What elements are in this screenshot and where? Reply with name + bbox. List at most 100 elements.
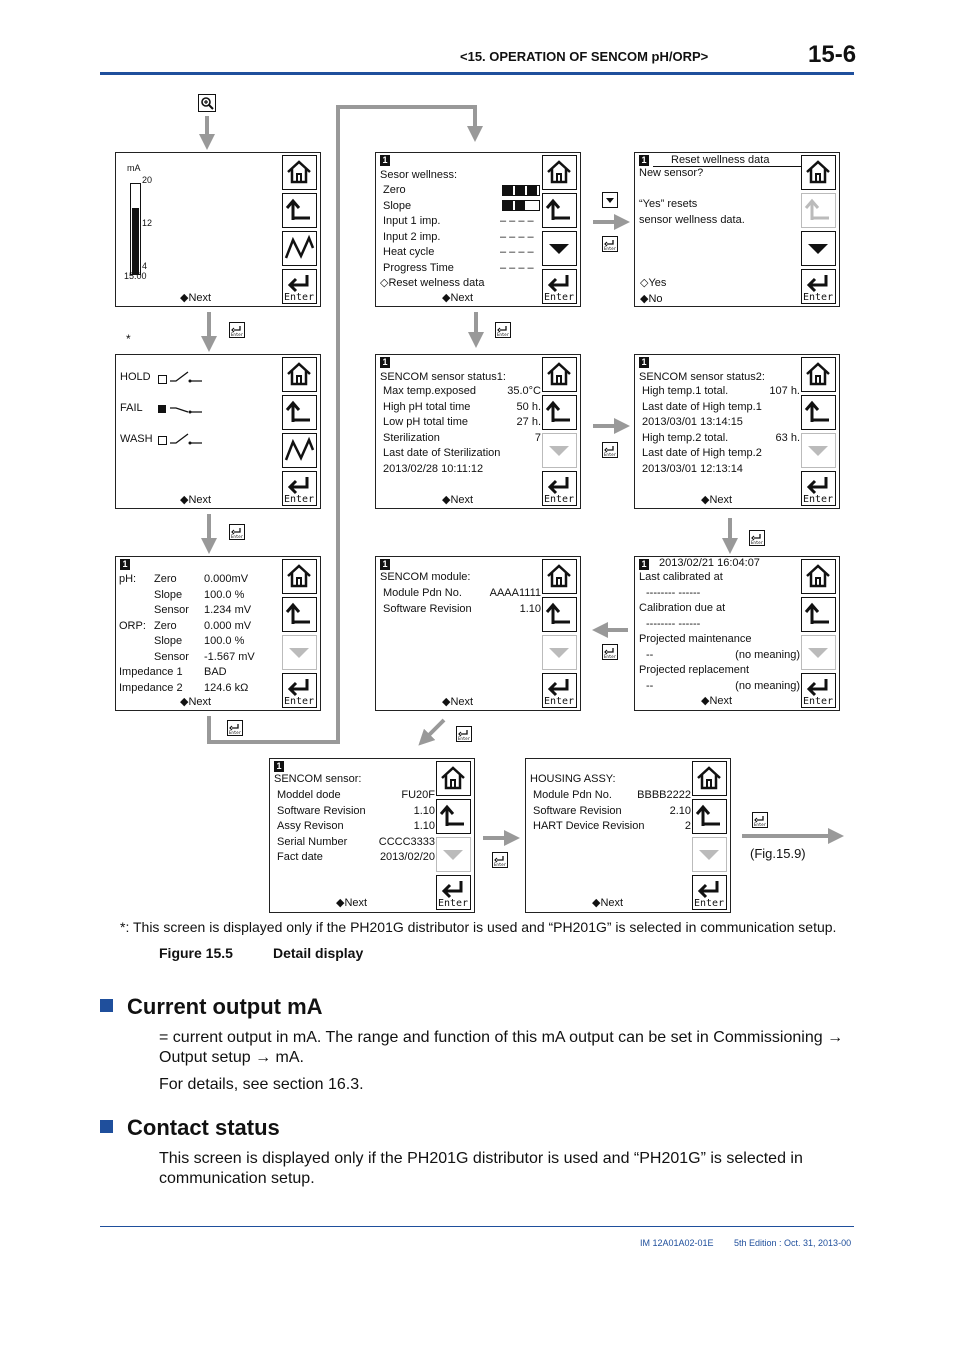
row-value: FU20F	[401, 789, 435, 801]
home-button[interactable]	[801, 559, 836, 594]
ma-bar-fill	[132, 208, 139, 274]
trend-button[interactable]	[282, 231, 317, 266]
reset-title: Reset wellness data	[671, 154, 770, 166]
next-label[interactable]: ◆Next	[701, 494, 733, 506]
wash-checkbox	[158, 436, 167, 445]
svg-text:Enter: Enter	[497, 332, 510, 337]
row-value: 1.10	[413, 804, 435, 817]
back-button[interactable]	[282, 193, 317, 228]
header-title: <15. OPERATION OF SENCOM pH/ORP>	[460, 49, 709, 64]
figure-footnote: *: This screen is displayed only if the …	[120, 919, 837, 935]
footer-rule	[100, 1226, 854, 1227]
switch-open-icon	[170, 433, 202, 445]
badge-icon: 1	[380, 559, 390, 570]
enter-key-icon: Enter	[602, 442, 618, 458]
row-label: --	[646, 648, 654, 661]
row-label: High pH total time	[383, 400, 471, 413]
home-button[interactable]	[542, 357, 577, 392]
row-label: Last date of High temp.2	[642, 447, 762, 459]
next-label[interactable]: ◆Next	[701, 695, 733, 707]
trend-button[interactable]	[282, 433, 317, 468]
row-label: --	[646, 679, 654, 692]
back-button[interactable]	[282, 395, 317, 430]
wellness-title: Sesor wellness:	[380, 169, 458, 181]
svg-text:Enter: Enter	[231, 332, 244, 337]
next-label[interactable]: ◆Next	[336, 897, 368, 909]
switch-open-icon	[170, 371, 202, 383]
home-button[interactable]	[692, 761, 727, 796]
next-label[interactable]: ◆Next	[442, 494, 474, 506]
row-label: Last date of High temp.1	[642, 400, 762, 413]
row-value: 107 h.	[769, 385, 800, 397]
home-button[interactable]	[542, 155, 577, 190]
down-button[interactable]	[542, 231, 577, 266]
row-label: pH:	[119, 573, 137, 585]
back-button[interactable]	[542, 597, 577, 632]
row-label: -------- ------	[646, 617, 701, 630]
next-label[interactable]: ◆Next	[592, 897, 624, 909]
home-button[interactable]	[282, 155, 317, 190]
ma-value: 15.00	[124, 271, 147, 281]
next-label[interactable]: ◆Next	[442, 292, 474, 304]
enter-button[interactable]: Enter	[801, 269, 836, 304]
back-button[interactable]	[436, 799, 471, 834]
back-button	[801, 193, 836, 228]
no-option[interactable]: ◆No	[640, 293, 663, 305]
back-button[interactable]	[542, 193, 577, 228]
back-button[interactable]	[801, 597, 836, 632]
back-button[interactable]	[542, 395, 577, 430]
enter-button[interactable]: Enter	[436, 875, 471, 910]
next-label[interactable]: ◆Next	[442, 696, 474, 708]
section-paragraph: This screen is displayed only if the PH2…	[159, 1150, 803, 1187]
reset-line: New sensor?	[639, 167, 704, 179]
row-key: Slope	[154, 588, 183, 601]
screen-contact-status: HOLD FAIL WASH ◆Next Enter	[115, 354, 321, 509]
enter-button[interactable]: Enter	[801, 471, 836, 506]
row-value: 50 h.	[516, 400, 541, 413]
screen-calibration-info: 1 2013/02/21 16:04:07 Last calibrated at…	[634, 556, 840, 711]
enter-button[interactable]: Enter	[801, 673, 836, 708]
back-button[interactable]	[282, 597, 317, 632]
down-button	[692, 837, 727, 872]
screen-reset-wellness: 1 Reset wellness data New sensor?“Yes” r…	[634, 152, 840, 307]
home-button[interactable]	[542, 559, 577, 594]
svg-text:Enter: Enter	[494, 862, 507, 867]
row-key: Slope	[154, 635, 183, 647]
back-button[interactable]	[801, 395, 836, 430]
enter-button[interactable]: Enter	[692, 875, 727, 910]
enter-button[interactable]: Enter	[282, 269, 317, 304]
section-heading: Current output mA	[100, 994, 323, 1020]
zoom-icon[interactable]	[198, 94, 216, 112]
home-button[interactable]	[801, 155, 836, 190]
home-button[interactable]	[282, 357, 317, 392]
wellness-item: Slope	[383, 199, 412, 212]
row-value: -1.567 mV	[204, 650, 255, 663]
home-button[interactable]	[801, 357, 836, 392]
row-key: Zero	[154, 573, 177, 585]
next-label[interactable]: ◆Next	[180, 494, 212, 506]
hold-label: HOLD	[120, 371, 151, 383]
reset-option[interactable]: ◇Reset welness data	[380, 277, 485, 289]
enter-button[interactable]: Enter	[542, 673, 577, 708]
wellness-value: – – – –	[500, 215, 534, 227]
svg-text:Enter: Enter	[751, 540, 764, 545]
screen-current-output: mA 20 12 4 15.00 ◆Next Enter	[115, 152, 321, 307]
enter-button[interactable]: Enter	[542, 471, 577, 506]
row-label: ORP:	[119, 619, 146, 632]
back-button[interactable]	[692, 799, 727, 834]
enter-button[interactable]: Enter	[282, 471, 317, 506]
arrow-diagonal	[418, 718, 446, 746]
next-label[interactable]: ◆Next	[180, 292, 212, 304]
row-label: Serial Number	[277, 835, 348, 848]
row-value: 0.000mV	[204, 573, 249, 585]
svg-text:Enter: Enter	[604, 452, 617, 457]
next-label[interactable]: ◆Next	[180, 696, 212, 708]
yes-option[interactable]: ◇Yes	[640, 277, 667, 289]
enter-button[interactable]: Enter	[542, 269, 577, 304]
enter-button[interactable]: Enter	[282, 673, 317, 708]
home-button[interactable]	[436, 761, 471, 796]
down-button[interactable]	[801, 231, 836, 266]
home-button[interactable]	[282, 559, 317, 594]
